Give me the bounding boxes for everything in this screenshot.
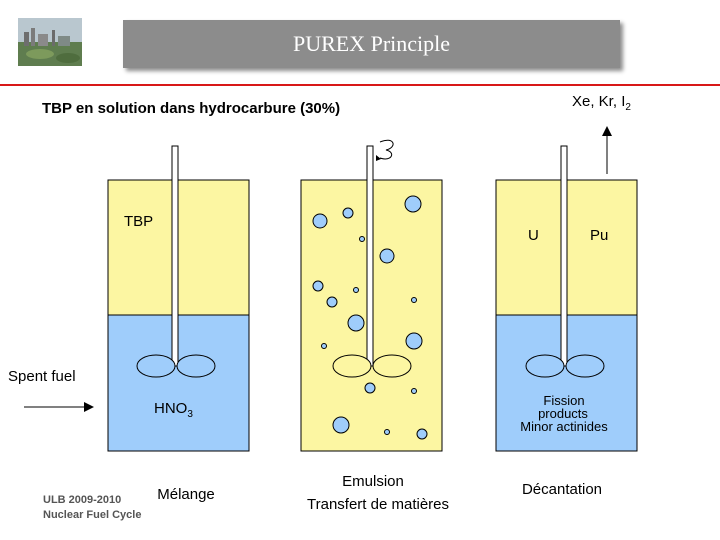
page-title: PUREX Principle (292, 31, 451, 56)
bubble (364, 382, 376, 394)
bubble (312, 280, 324, 292)
settling-stirrer-blade-left (525, 354, 565, 378)
hno3-label: HNO3 (154, 400, 193, 420)
landscape-thumbnail-image (18, 18, 82, 66)
bubble (347, 314, 365, 332)
rotation-icon (379, 139, 394, 160)
bubble (342, 207, 354, 219)
bubble (326, 296, 338, 308)
bubble (405, 332, 423, 350)
subtitle: TBP en solution dans hydrocarbure (30%) (42, 100, 341, 117)
bubble (384, 429, 390, 435)
emulsion-stirrer-blade-left (332, 354, 372, 378)
bubble (321, 343, 327, 349)
settling-tank (495, 145, 638, 452)
bubble (416, 428, 428, 440)
emulsion-caption: Emulsion (342, 473, 404, 490)
uranium-label: U (528, 227, 539, 244)
mixing-tank (107, 145, 250, 452)
bubble (332, 416, 350, 434)
settling-caption: Décantation (521, 481, 603, 498)
emulsion-tank (300, 139, 443, 452)
plutonium-label: Pu (590, 227, 609, 244)
mass-transfer-caption: Transfert de matières (307, 496, 449, 513)
mixing-stirrer-blade-right (176, 354, 216, 378)
emulsion-bubbles (312, 195, 428, 440)
minor-actinides-label: Minor actinides (520, 419, 608, 434)
tbp-label: TBP (124, 213, 154, 230)
emulsion-stirrer-blade-right (372, 354, 412, 378)
fission-label: Fission (543, 393, 585, 408)
mixing-stirrer-blade-left (136, 354, 176, 378)
settling-stirrer-blade-right (565, 354, 605, 378)
bubble (379, 248, 395, 264)
bubble (411, 297, 417, 303)
mixing-caption: Mélange (157, 486, 215, 503)
bubble (411, 388, 417, 394)
emulsion-stirrer-shaft (366, 145, 374, 367)
bubble (353, 287, 359, 293)
title-bar: PUREX Principle (123, 20, 620, 68)
spent-fuel-label: Spent fuel (8, 368, 76, 385)
settling-stirrer-shaft (560, 145, 568, 367)
gas-release-label: Xe, Kr, I2 (572, 93, 631, 113)
header-divider (0, 84, 720, 86)
mixing-stirrer-shaft (171, 145, 179, 367)
bubble (312, 213, 328, 229)
fission-products-label: products (538, 406, 588, 421)
bubble (404, 195, 422, 213)
bubble (359, 236, 365, 242)
rotation-arrowhead (376, 155, 381, 161)
footer-year: ULB 2009-2010 (43, 494, 122, 506)
footer-course: Nuclear Fuel Cycle (43, 509, 142, 521)
